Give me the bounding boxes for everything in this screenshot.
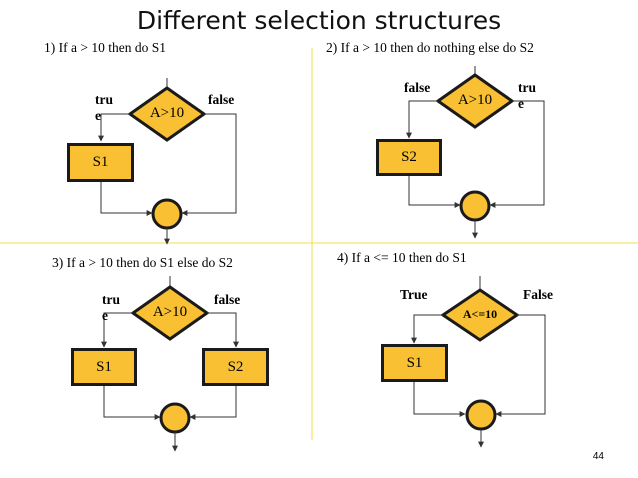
caption-2: 2) If a > 10 then do nothing else do S2 bbox=[326, 40, 534, 55]
decision-diamond bbox=[435, 73, 515, 129]
merge-connector bbox=[465, 399, 497, 431]
true-label: true bbox=[518, 80, 536, 111]
s1-to-merge-line bbox=[103, 386, 161, 420]
true-label: true bbox=[95, 92, 113, 123]
false-label: false bbox=[404, 80, 431, 95]
decision-diamond bbox=[127, 86, 207, 142]
true-branch-line bbox=[101, 312, 133, 348]
flowchart-4 bbox=[411, 276, 546, 448]
true-branch-line bbox=[98, 113, 130, 142]
caption-3: 3) If a > 10 then do S1 else do S2 bbox=[52, 255, 233, 270]
decision-diamond bbox=[130, 285, 210, 341]
process-box-s1: S1 bbox=[67, 143, 134, 182]
true-branch-line bbox=[489, 100, 545, 208]
s2-to-merge-line bbox=[189, 386, 237, 420]
true-label: True bbox=[400, 287, 428, 302]
process-box-s2: S2 bbox=[202, 348, 269, 386]
condition-text: A<=10 bbox=[462, 307, 498, 321]
condition-text: A>10 bbox=[152, 304, 188, 320]
page-number: 44 bbox=[592, 451, 604, 462]
merge-connector bbox=[151, 198, 183, 230]
s1-to-merge-line bbox=[413, 382, 466, 417]
false-branch-line bbox=[181, 113, 237, 216]
process-box-s1: S1 bbox=[381, 344, 448, 382]
true-label: true bbox=[102, 292, 120, 323]
s1-to-merge-line bbox=[100, 182, 153, 216]
true-branch-line bbox=[411, 314, 443, 344]
decision-diamond bbox=[440, 288, 520, 342]
merge-connector bbox=[459, 190, 491, 222]
flowchart-3 bbox=[101, 276, 239, 452]
process-box-s1: S1 bbox=[71, 348, 137, 386]
condition-text: A>10 bbox=[149, 105, 185, 121]
merge-connector bbox=[159, 402, 191, 434]
false-label: false bbox=[214, 292, 241, 307]
flowchart-2 bbox=[406, 66, 545, 239]
caption-1: 1) If a > 10 then do S1 bbox=[44, 40, 166, 55]
condition-text: A>10 bbox=[457, 92, 493, 108]
false-label: False bbox=[523, 287, 553, 302]
false-branch-line bbox=[495, 314, 546, 417]
false-branch-line bbox=[406, 100, 438, 139]
false-label: false bbox=[208, 92, 235, 107]
s2-to-merge-line bbox=[408, 175, 461, 208]
caption-4: 4) If a <= 10 then do S1 bbox=[337, 250, 467, 265]
slide-title: Different selection structures bbox=[136, 6, 502, 35]
process-box-s2: S2 bbox=[376, 139, 442, 176]
false-branch-line bbox=[207, 312, 239, 348]
flowchart-1 bbox=[98, 78, 237, 245]
